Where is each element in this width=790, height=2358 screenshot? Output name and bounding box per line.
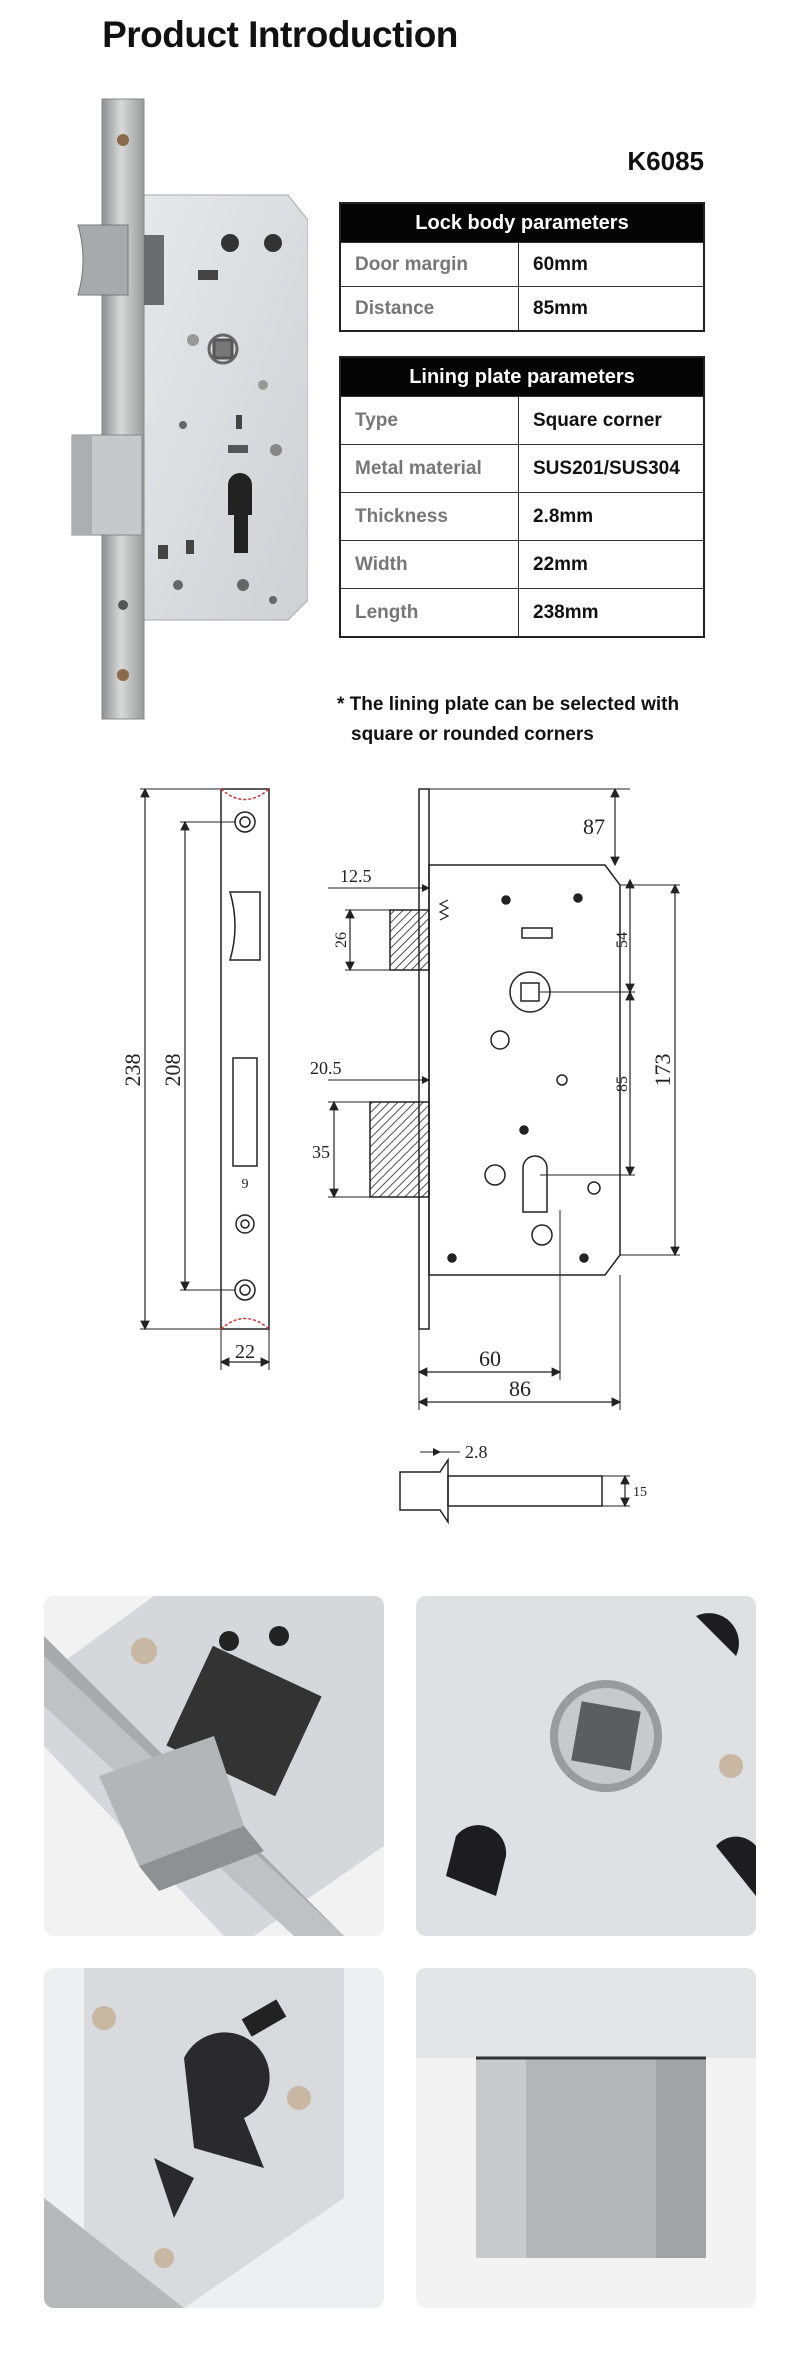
param-value: 2.8mm [533, 505, 594, 527]
dim-case-width: 86 [509, 1376, 531, 1401]
page-title: Product Introduction [102, 14, 458, 55]
table-row: Width 22mm [341, 540, 703, 588]
param-value: 85mm [533, 297, 588, 319]
dim-plate-length: 238 [120, 1054, 145, 1087]
param-label: Width [341, 541, 519, 588]
param-label: Length [341, 589, 519, 636]
lock-body-parameters-table: Lock body parameters Door margin 60mm Di… [339, 202, 705, 332]
dim-latch-extension: 12.5 [340, 866, 372, 886]
dim-bolt-extension: 20.5 [310, 1058, 342, 1078]
dim-backset: 60 [479, 1346, 501, 1371]
param-value: 238mm [533, 601, 599, 623]
dim-plate-width: 22 [235, 1341, 255, 1363]
table-row: Distance 85mm [341, 286, 703, 330]
dim-case-height: 173 [650, 1054, 675, 1087]
table-row: Metal material SUS201/SUS304 [341, 444, 703, 492]
param-value: SUS201/SUS304 [533, 457, 680, 479]
param-label: Metal material [341, 445, 519, 492]
param-value: Square corner [533, 409, 662, 431]
param-value: 60mm [533, 253, 588, 275]
dim-centre-distance: 85 [614, 1076, 631, 1092]
side-faceplate [418, 788, 430, 1330]
technical-drawing: 238 208 9 22 87 12.5 26 54 20.5 35 85 17… [120, 787, 680, 1525]
dim-strike-width: 15 [633, 1485, 647, 1500]
note-line-2: square or rounded corners [351, 724, 594, 745]
detail-photo-spindle [416, 1596, 756, 1936]
table-row: Type Square corner [341, 396, 703, 444]
lock-body-parameters-header: Lock body parameters [341, 204, 703, 242]
dim-spindle-offset: 54 [614, 932, 631, 948]
detail-photo-deadbolt [416, 1968, 756, 2308]
faceplate-outline [220, 788, 270, 1330]
dim-bolt-height: 35 [312, 1142, 330, 1162]
table-row: Thickness 2.8mm [341, 492, 703, 540]
lining-plate-note: * The lining plate can be selected with … [337, 690, 717, 750]
param-label: Distance [341, 287, 519, 330]
param-label: Thickness [341, 493, 519, 540]
model-number: K6085 [627, 146, 704, 176]
lining-plate-parameters-table: Lining plate parameters Type Square corn… [339, 356, 705, 638]
detail-photo-cylinder-hole [44, 1968, 384, 2308]
table-row: Door margin 60mm [341, 242, 703, 286]
param-label: Door margin [341, 243, 519, 286]
lining-plate-parameters-header: Lining plate parameters [341, 358, 703, 396]
detail-photo-latch [44, 1596, 384, 1936]
dim-small: 9 [242, 1177, 249, 1192]
case-outline [428, 864, 621, 1276]
param-value: 22mm [533, 553, 588, 575]
dim-hole-spacing: 208 [160, 1054, 185, 1087]
table-row: Length 238mm [341, 588, 703, 636]
dim-backset-top: 87 [583, 814, 605, 839]
lock-product-photo [71, 98, 308, 720]
dim-strike-thickness: 2.8 [465, 1442, 488, 1462]
dim-latch-height: 26 [333, 932, 350, 948]
param-label: Type [341, 397, 519, 444]
note-line-1: * The lining plate can be selected with [337, 694, 680, 715]
